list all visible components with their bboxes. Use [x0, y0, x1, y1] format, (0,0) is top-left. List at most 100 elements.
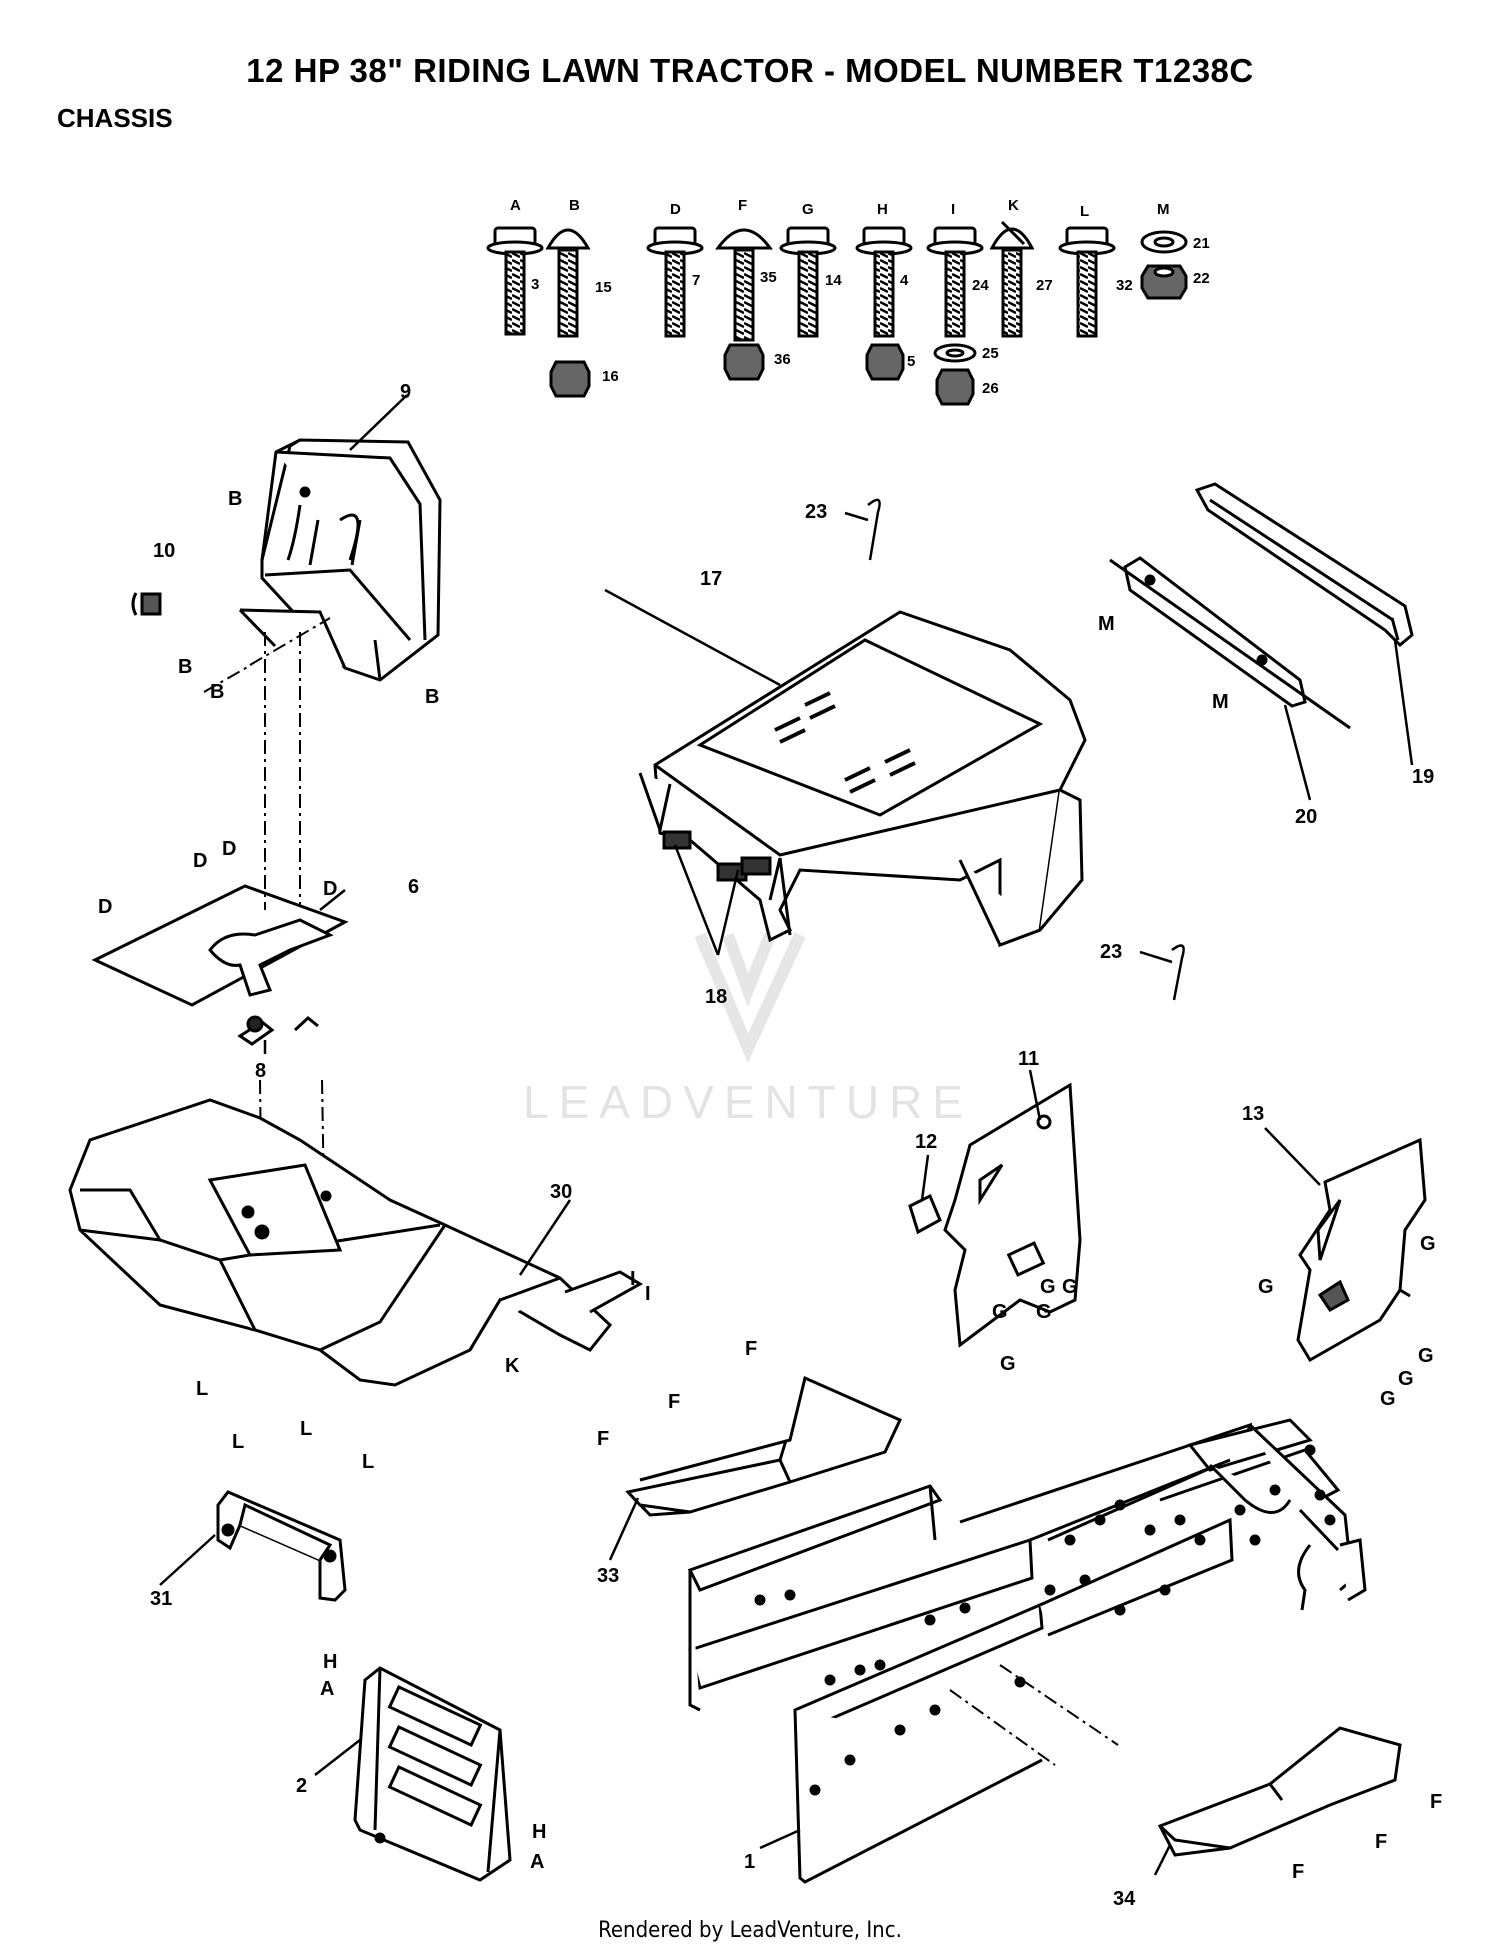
tag-L: L — [232, 1431, 244, 1453]
bolt-H — [855, 226, 913, 381]
hw-letter: I — [951, 201, 955, 218]
callout-1: 1 — [744, 1851, 755, 1873]
callout-20: 20 — [1295, 806, 1317, 828]
tag-L: L — [362, 1451, 374, 1473]
letter-tags: B B B B D D D D M M I I K L L L L F F F … — [98, 488, 1442, 1883]
tag-M: M — [1212, 691, 1229, 713]
tag-G: G — [1062, 1276, 1078, 1298]
hardware-letters: A B D F G H I K L M — [510, 197, 1170, 220]
bolt-K — [989, 220, 1035, 338]
tag-G: G — [1380, 1388, 1396, 1410]
hw-num: 24 — [972, 277, 989, 294]
callout-2: 2 — [296, 1775, 307, 1797]
hw-letter: A — [510, 197, 521, 214]
bolt-L — [1058, 226, 1116, 338]
part-console-plate-left — [943, 1082, 1082, 1348]
watermark: LEADVENTURE — [523, 1076, 973, 1128]
callout-13: 13 — [1242, 1103, 1264, 1125]
part-main-frame — [687, 1418, 1367, 1884]
tag-F: F — [597, 1428, 609, 1450]
hw-letter: F — [738, 197, 747, 214]
part-console-plate-right — [1296, 1137, 1427, 1363]
callout-31: 31 — [150, 1588, 172, 1610]
tag-H: H — [532, 1821, 546, 1843]
callout-18: 18 — [705, 986, 727, 1008]
bolt-B — [545, 228, 591, 398]
tag-F: F — [745, 1338, 757, 1360]
bolt-F — [715, 228, 773, 381]
callout-30: 30 — [550, 1181, 572, 1203]
hw-num: 3 — [531, 276, 539, 293]
tag-A: A — [530, 1851, 544, 1873]
bolt-I — [926, 226, 984, 406]
part-decal — [908, 1193, 942, 1235]
tag-G: G — [992, 1301, 1008, 1323]
hw-letter: K — [1008, 197, 1019, 214]
tag-B: B — [425, 686, 439, 708]
tag-H: H — [323, 1651, 337, 1673]
part-hairpin-clip — [867, 498, 1185, 1001]
callout-10: 10 — [153, 540, 175, 562]
hw-num: 35 — [760, 269, 777, 286]
bolt-G — [779, 226, 837, 338]
callout-17: 17 — [700, 568, 722, 590]
section-title: CHASSIS — [57, 103, 173, 133]
tag-F: F — [1375, 1831, 1387, 1853]
part-footrest-left — [625, 1375, 903, 1517]
tag-K: K — [505, 1355, 520, 1377]
part-bumper — [1194, 482, 1414, 648]
callout-34: 34 — [1113, 1888, 1136, 1910]
tag-G: G — [1398, 1368, 1414, 1390]
hardware-legend — [486, 220, 1188, 406]
tag-I: I — [645, 1283, 651, 1305]
hw-num: 25 — [982, 345, 999, 362]
hw-num: 15 — [595, 279, 612, 296]
callout-33: 33 — [597, 1565, 619, 1587]
hw-num: 21 — [1193, 235, 1210, 252]
hw-num: 16 — [602, 368, 619, 385]
part-floor-plate — [91, 884, 349, 1046]
hw-num: 22 — [1193, 270, 1210, 287]
tag-A: A — [320, 1678, 334, 1700]
hardware-numbers: 3 15 16 7 35 36 14 4 5 24 25 26 27 32 21… — [531, 235, 1210, 397]
hw-letter: G — [802, 201, 814, 218]
part-side-panel — [353, 1666, 512, 1882]
tag-I: I — [630, 1268, 636, 1290]
page-title: 12 HP 38" RIDING LAWN TRACTOR - MODEL NU… — [246, 52, 1254, 89]
tag-G: G — [1040, 1276, 1056, 1298]
tag-B: B — [210, 681, 224, 703]
callout-11: 11 — [1018, 1048, 1039, 1070]
callout-numbers: 9 10 6 8 17 23 23 18 19 20 11 12 13 30 3… — [150, 381, 1434, 1910]
tag-G: G — [1000, 1353, 1016, 1375]
hw-letter: L — [1080, 203, 1089, 220]
tag-G: G — [1420, 1233, 1436, 1255]
hw-letter: M — [1157, 201, 1170, 218]
part-seat-bracket — [216, 1490, 347, 1602]
footer-credit: Rendered by LeadVenture, Inc. — [598, 1918, 902, 1943]
tag-F: F — [668, 1391, 680, 1413]
watermark-logo — [694, 932, 806, 1063]
tag-D: D — [323, 878, 337, 900]
tag-G: G — [1418, 1345, 1434, 1367]
callout-9: 9 — [400, 381, 411, 403]
hw-num: 14 — [825, 272, 842, 289]
tag-G: G — [1258, 1276, 1274, 1298]
bolt-D — [646, 226, 704, 338]
hw-letter: D — [670, 201, 681, 218]
part-bumper-bracket — [1109, 556, 1351, 730]
hw-letter: B — [569, 197, 580, 214]
callout-23-b: 23 — [1100, 941, 1122, 963]
bolt-A — [486, 226, 544, 336]
hood-vents — [774, 691, 916, 794]
hw-num: 4 — [900, 272, 909, 289]
callout-6: 6 — [408, 876, 419, 898]
tag-F: F — [1430, 1791, 1442, 1813]
tag-F: F — [1292, 1861, 1304, 1883]
tag-M: M — [1098, 613, 1115, 635]
callout-12: 12 — [915, 1131, 937, 1153]
hw-num: 26 — [982, 380, 999, 397]
tag-D: D — [222, 838, 236, 860]
hw-num: 27 — [1036, 277, 1053, 294]
tag-B: B — [228, 488, 242, 510]
part-fender — [68, 1098, 643, 1387]
